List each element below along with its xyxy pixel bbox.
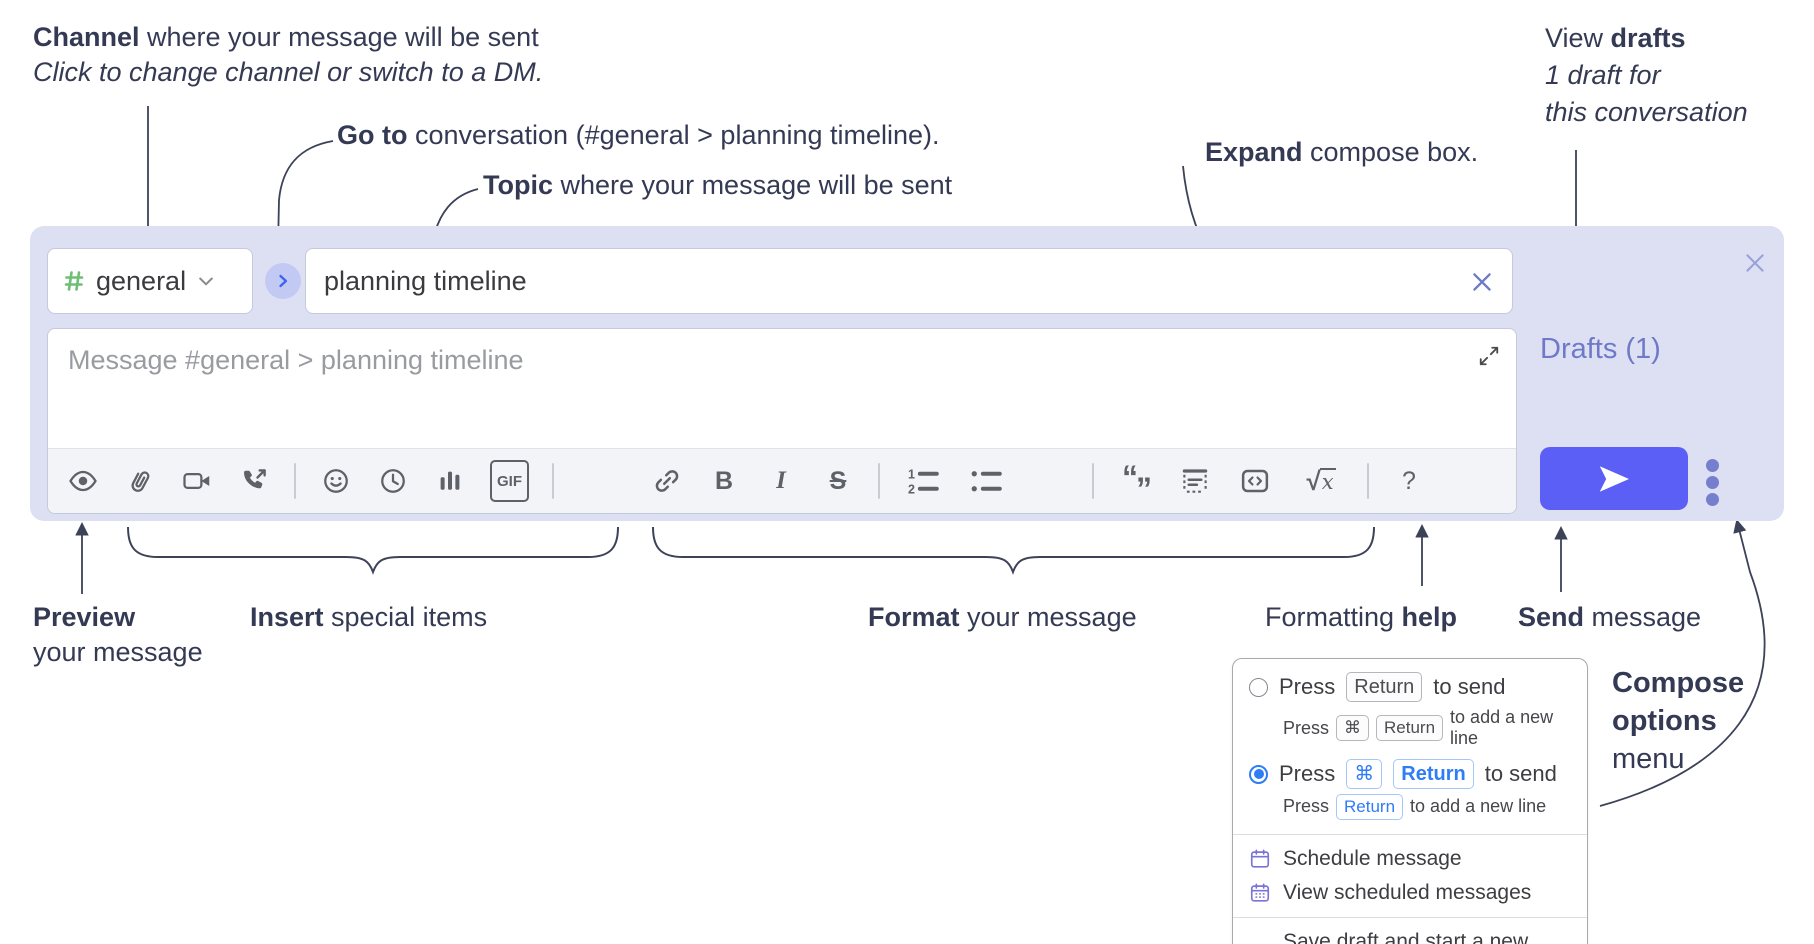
enter-sends-option[interactable]: Press Return to send [1233, 669, 1587, 705]
topic-input[interactable]: planning timeline [305, 248, 1513, 314]
drafts-annotation-line1: View drafts [1545, 23, 1686, 53]
bold-icon[interactable]: B [714, 466, 734, 495]
radio-selected[interactable] [1249, 764, 1268, 784]
goto-annotation: Go to conversation (#general > planning … [337, 120, 940, 150]
italic-icon[interactable]: I [776, 467, 786, 494]
format-annotation: Format your message [868, 602, 1137, 632]
cmd-key: ⌘ [1346, 759, 1383, 789]
calendar-grid-icon [1249, 882, 1271, 904]
format-brace [652, 526, 1375, 575]
cmd-enter-sends-option[interactable]: Press ⌘ Return to send [1233, 756, 1587, 792]
message-input[interactable]: Message #general > planning timeline [47, 328, 1517, 514]
send-annotation: Send message [1518, 602, 1702, 632]
expand-compose-icon[interactable] [1478, 345, 1500, 367]
toolbar-divider [1367, 463, 1369, 499]
menu-divider [1233, 833, 1587, 835]
drafts-link[interactable]: Drafts (1) [1540, 333, 1661, 365]
emoji-icon[interactable] [319, 464, 353, 498]
video-call-icon[interactable] [180, 464, 214, 498]
toolbar-divider [878, 463, 880, 499]
view-scheduled-messages-item[interactable]: View scheduled messages [1233, 876, 1587, 910]
help-icon[interactable]: ? [1402, 466, 1416, 495]
compose-toolbar: GIF B I S 1 2 [48, 448, 1516, 513]
toolbar-divider [552, 463, 554, 499]
poll-icon[interactable] [433, 464, 467, 498]
chevron-down-icon [199, 277, 213, 286]
schedule-message-item[interactable]: Schedule message [1233, 842, 1587, 876]
spoiler-icon[interactable] [1178, 464, 1212, 498]
cmd-enter-sends-option-subtext: Press Return to add a new line [1233, 792, 1587, 827]
bulleted-list-icon[interactable] [966, 464, 1006, 498]
compose-options-annotation: Compose options menu [1612, 667, 1745, 775]
channel-picker[interactable]: general [47, 248, 253, 314]
svg-text:1: 1 [908, 468, 915, 482]
drafts-annotation-line2: 1 draft for [1545, 60, 1661, 90]
compose-box: general planning timeline Message #gener… [30, 226, 1784, 521]
return-key: Return [1336, 794, 1404, 820]
quote-icon[interactable]: “” [1122, 458, 1152, 507]
drafts-annotation: View drafts 1 draft for this conversatio… [1545, 20, 1748, 131]
return-key: Return [1376, 715, 1444, 741]
return-key: Return [1346, 672, 1423, 702]
preview-icon[interactable] [66, 464, 100, 498]
message-placeholder: Message #general > planning timeline [68, 345, 524, 375]
return-key: Return [1393, 759, 1474, 789]
save-draft-item[interactable]: Save draft and start a new message [1233, 925, 1587, 944]
cmd-key: ⌘ [1336, 715, 1370, 741]
channel-annotation-subtext: Click to change channel or switch to a D… [33, 57, 544, 87]
drafts-annotation-line3: this conversation [1545, 97, 1748, 127]
clear-topic-icon[interactable] [1468, 268, 1496, 296]
compose-options-icon[interactable] [1706, 459, 1719, 506]
close-compose-icon[interactable] [1742, 250, 1768, 276]
link-icon[interactable] [650, 464, 684, 498]
gif-icon[interactable]: GIF [490, 460, 529, 502]
svg-text:2: 2 [908, 483, 915, 497]
calendar-icon [1249, 848, 1271, 870]
insert-brace [127, 526, 619, 575]
audio-call-icon[interactable] [237, 464, 271, 498]
preview-annotation: Preview your message [33, 602, 203, 667]
hash-icon [64, 271, 84, 291]
strikethrough-icon[interactable]: S [829, 466, 847, 495]
expand-annotation: Expand compose box. [1205, 137, 1479, 167]
enter-sends-option-subtext: Press ⌘ Return to add a new line [1283, 707, 1554, 748]
formatting-help-annotation: Formatting help [1265, 602, 1458, 632]
radio-unselected[interactable] [1249, 677, 1268, 697]
go-to-conversation-button[interactable] [265, 263, 301, 299]
channel-annotation-text: Channel where your message will be sent [33, 22, 539, 52]
channel-name: general [96, 265, 187, 296]
toolbar-divider [1092, 463, 1094, 499]
chevron-right-icon [279, 274, 288, 288]
numbered-list-icon[interactable]: 1 2 [903, 464, 943, 498]
channel-annotation: Channel where your message will be sent … [33, 20, 543, 90]
topic-value: planning timeline [324, 265, 527, 296]
time-icon[interactable] [376, 464, 410, 498]
math-icon[interactable]: √x [1306, 465, 1336, 496]
code-icon[interactable] [1235, 464, 1275, 498]
toolbar-divider [294, 463, 296, 499]
menu-divider [1233, 916, 1587, 918]
send-button[interactable] [1540, 447, 1688, 510]
insert-annotation: Insert special items [250, 602, 488, 632]
topic-annotation: Topic where your message will be sent [483, 170, 953, 200]
attach-file-icon[interactable] [123, 464, 157, 498]
compose-options-menu: Press Return to send Press ⌘ Return to a… [1232, 658, 1588, 944]
send-icon [1599, 465, 1629, 492]
